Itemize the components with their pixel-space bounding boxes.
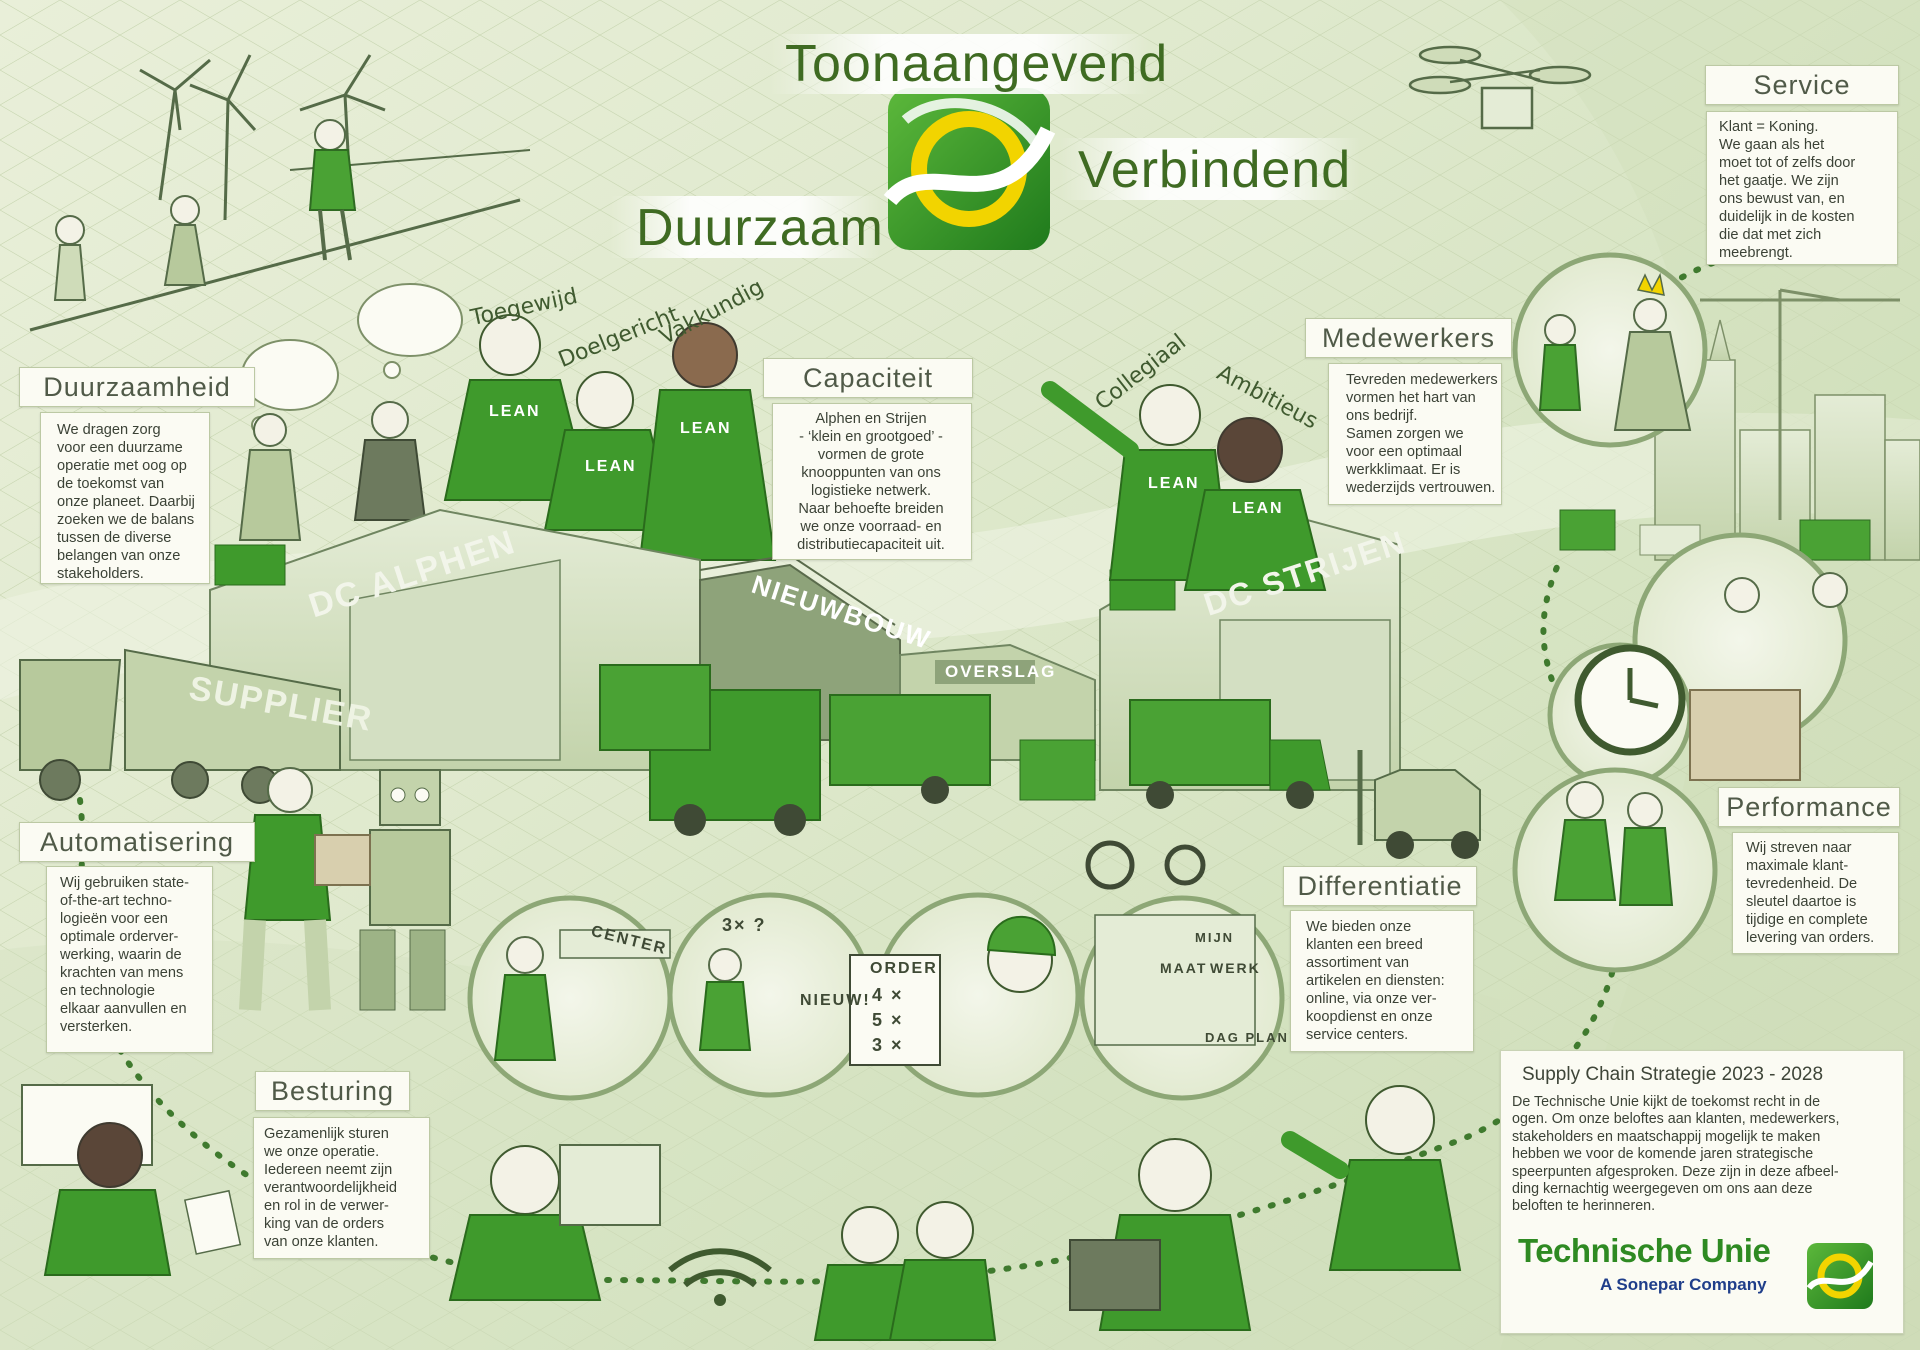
lean-shirt-3: LEAN bbox=[680, 420, 732, 437]
medewerkers-title: Medewerkers bbox=[1305, 318, 1512, 358]
truck-icon bbox=[19, 648, 341, 804]
capaciteit-text: Alphen en Strijen- ‘klein en grootgoed’ … bbox=[797, 411, 945, 553]
crane-icon bbox=[1700, 288, 1900, 520]
lean-shirt-2: LEAN bbox=[585, 458, 637, 475]
automatisering-text: Wij gebruiken state-of-the-art techno- l… bbox=[60, 875, 189, 1035]
forklift-icon bbox=[1357, 750, 1481, 859]
crown-icon bbox=[1636, 272, 1665, 296]
order-line-2: 5 × bbox=[872, 1010, 904, 1030]
scene-label-dagplan: DAG PLAN bbox=[1205, 1030, 1289, 1045]
duurzaamheid-panel bbox=[40, 412, 210, 584]
quiz-bubble: 3× ? bbox=[722, 915, 767, 935]
medewerkers-panel bbox=[1328, 363, 1502, 505]
logo-mark-icon bbox=[883, 88, 1056, 250]
tagline-left-bg bbox=[610, 196, 880, 258]
tagline-left: Duurzaam bbox=[636, 199, 884, 257]
service-title: Service bbox=[1705, 65, 1899, 105]
scene-label-werk: WERK bbox=[1210, 960, 1261, 976]
small-trucks bbox=[1559, 509, 1871, 561]
differentiatie-panel bbox=[1290, 910, 1474, 1052]
windmill-icon bbox=[139, 54, 386, 221]
capaciteit-title: Capaciteit bbox=[763, 358, 973, 398]
order-line-3: 3 × bbox=[872, 1035, 904, 1055]
automatisering-panel bbox=[46, 866, 213, 1053]
scene-circles bbox=[467, 892, 1285, 1101]
lean-shirt-1: LEAN bbox=[489, 403, 541, 420]
besturing-title: Besturing bbox=[255, 1071, 410, 1111]
tagline-top: Toonaangevend bbox=[785, 35, 1169, 93]
tagline-top-bg bbox=[770, 34, 1150, 94]
strategy-title: Supply Chain Strategie 2023 - 2028 bbox=[1522, 1064, 1824, 1085]
brand-subtitle: A Sonepar Company bbox=[1600, 1275, 1767, 1294]
strijen-people bbox=[1041, 381, 1327, 591]
alphen-people bbox=[238, 314, 777, 561]
besturing-people bbox=[21, 1084, 1462, 1341]
performance-title: Performance bbox=[1718, 787, 1900, 827]
drone-icon bbox=[1408, 45, 1592, 130]
brand-logo-icon bbox=[1806, 1243, 1874, 1309]
brand-name: Technische Unie bbox=[1518, 1232, 1771, 1269]
scene-label-mijn: MIJN bbox=[1195, 930, 1235, 945]
automatisering-title: Automatisering bbox=[19, 822, 255, 862]
performance-panel bbox=[1732, 832, 1899, 954]
wifi-icon bbox=[668, 1248, 772, 1288]
service-text: Klant = Koning.We gaan als het moet tot … bbox=[1719, 119, 1856, 261]
order-sheet-title: ORDER bbox=[870, 960, 938, 977]
besturing-panel bbox=[253, 1117, 430, 1259]
order-line-1: 4 × bbox=[872, 985, 904, 1005]
scene-label-nieuw: NIEUW! bbox=[800, 992, 871, 1009]
robot-icon bbox=[359, 769, 451, 1011]
green-trucks bbox=[599, 664, 1331, 890]
performance-scene bbox=[1512, 532, 1848, 973]
differentiatie-title: Differentiatie bbox=[1283, 866, 1477, 906]
scene-label-maat: MAAT bbox=[1160, 960, 1208, 976]
service-scene bbox=[1512, 252, 1708, 448]
overslag-sign: OVERSLAG bbox=[945, 662, 1057, 681]
strategy-text: De Technische Unie kijkt de toekomst rec… bbox=[1512, 1094, 1840, 1215]
service-panel bbox=[1706, 111, 1898, 265]
lean-shirt-4: LEAN bbox=[1148, 475, 1200, 492]
thought-bubbles bbox=[241, 283, 463, 434]
lean-shirt-5: LEAN bbox=[1232, 500, 1284, 517]
duurzaamheid-title: Duurzaamheid bbox=[19, 367, 255, 407]
tagline-right-bg bbox=[1060, 138, 1360, 200]
capaciteit-panel bbox=[772, 403, 972, 560]
worker-with-box bbox=[239, 767, 371, 1011]
balance-figures bbox=[29, 119, 531, 332]
tagline-right: Verbindend bbox=[1078, 141, 1352, 199]
